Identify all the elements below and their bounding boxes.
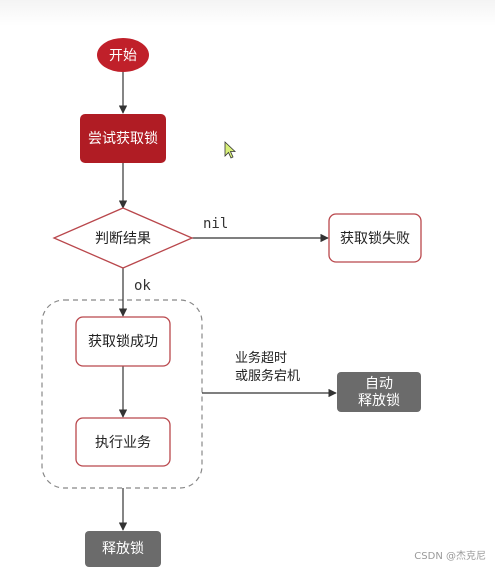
fail-label: 获取锁失败	[340, 231, 410, 247]
top-fade-bar	[0, 0, 495, 26]
timeout-label-line1: 业务超时	[235, 350, 287, 366]
success-node: 获取锁成功	[75, 316, 171, 367]
mouse-pointer-icon	[224, 141, 237, 159]
edges	[118, 72, 337, 531]
execute-node: 执行业务	[75, 417, 171, 467]
acquire-lock-node: 尝试获取锁	[80, 114, 166, 163]
timeout-label-line2: 或服务宕机	[235, 368, 300, 384]
watermark: CSDN @杰克尼	[411, 546, 489, 563]
decision-label: 判断结果	[95, 231, 151, 247]
decision-node: 判断结果	[52, 207, 194, 269]
execute-label: 执行业务	[95, 435, 151, 451]
acquire-lock-label: 尝试获取锁	[88, 131, 158, 147]
release-node: 释放锁	[85, 531, 161, 567]
release-label: 释放锁	[102, 541, 144, 557]
start-label: 开始	[109, 48, 137, 64]
success-label: 获取锁成功	[88, 334, 158, 350]
ok-edge-label: ok	[134, 278, 151, 294]
lock-holding-group	[41, 299, 203, 489]
nil-edge-label: nil	[203, 216, 228, 232]
start-node: 开始	[97, 38, 149, 72]
auto-release-node: 自动 释放锁	[337, 372, 421, 412]
fail-node: 获取锁失败	[328, 213, 422, 263]
auto-release-label-line2: 释放锁	[358, 393, 400, 409]
auto-release-label-line1: 自动	[365, 376, 393, 392]
